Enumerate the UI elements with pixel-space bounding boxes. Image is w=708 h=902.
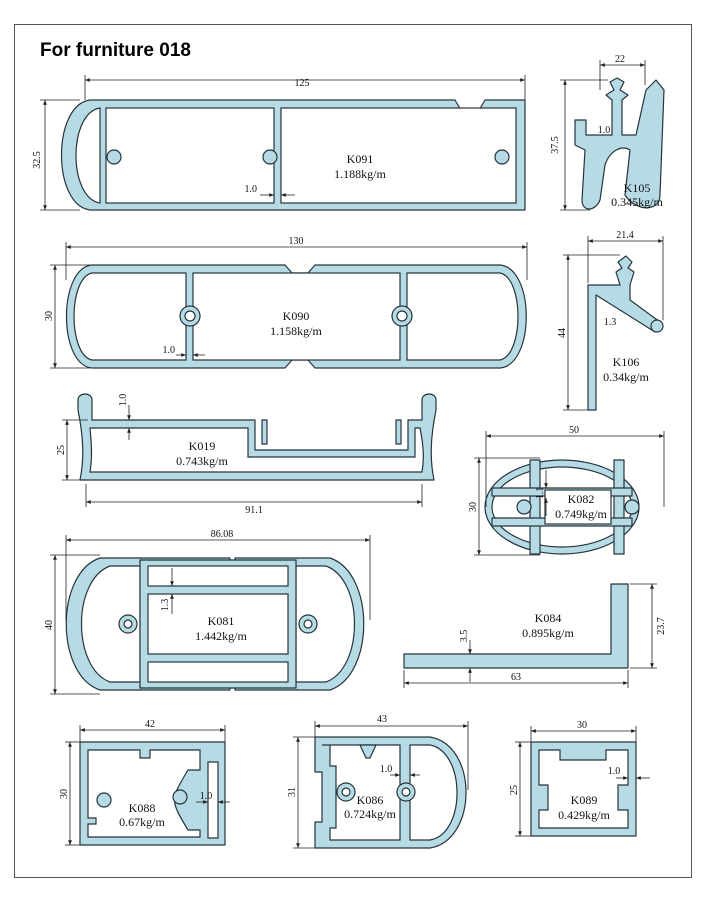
k106-shape <box>587 255 661 411</box>
k106-weight: 0.34kg/m <box>603 370 649 384</box>
k091-code: K091 <box>347 152 374 166</box>
k084-shape <box>403 583 629 669</box>
k082-width-dim: 50 <box>569 425 579 436</box>
k090-weight: 1.158kg/m <box>270 324 322 338</box>
k089-width-dim: 30 <box>577 720 587 731</box>
k082-wall-dim: 1.1 <box>535 487 546 500</box>
profile-k019: 91.1 25 1.0 K019 0.743kg/m <box>56 393 437 516</box>
k081-weight: 1.442kg/m <box>195 629 247 643</box>
profile-k082: 50 30 1.1 K082 0.749kg/m <box>468 425 665 556</box>
k090-wall-dim: 1.0 <box>163 345 176 356</box>
k084-width-dim: 63 <box>511 672 521 683</box>
k088-height-dim: 30 <box>59 789 70 799</box>
k089-weight: 0.429kg/m <box>558 808 610 822</box>
k106-wall-dim: 1.3 <box>604 317 617 328</box>
k081-code: K081 <box>208 614 235 628</box>
k084-height-dim: 23.7 <box>656 617 667 635</box>
k086-code: K086 <box>357 793 384 807</box>
profile-k084: 63 23.7 3.5 K084 0.895kg/m <box>403 583 667 688</box>
k089-wall-dim: 1.0 <box>608 766 621 777</box>
k090-code: K090 <box>283 309 310 323</box>
k091-weight: 1.188kg/m <box>334 167 386 181</box>
k088-width-dim: 42 <box>145 719 155 730</box>
k090-height-dim: 30 <box>44 311 55 321</box>
k089-height-dim: 25 <box>509 785 520 795</box>
k091-height-dim: 32.5 <box>32 151 43 169</box>
k105-width-dim: 22 <box>615 54 625 65</box>
k081-width-dim: 86.08 <box>211 529 234 540</box>
k081-wall-dim: 1.3 <box>160 599 171 612</box>
k105-wall-dim: 1.0 <box>598 125 611 136</box>
k086-height-dim: 31 <box>287 787 298 797</box>
profile-k089: 30 25 1.0 K089 0.429kg/m <box>509 720 650 837</box>
profile-k090: 130 30 1.0 K090 1.158kg/m <box>44 236 528 369</box>
profile-k088: 42 30 1.0 K088 0.67kg/m <box>59 719 230 846</box>
k089-code: K089 <box>571 793 598 807</box>
k106-code: K106 <box>613 355 640 369</box>
k082-height-dim: 30 <box>468 502 479 512</box>
profile-k086: 43 31 1.0 K086 0.724kg/m <box>287 714 469 849</box>
profile-k106: 21.4 44 1.3 K106 0.34kg/m <box>557 230 664 411</box>
k105-weight: 0.345kg/m <box>611 195 663 209</box>
k081-height-dim: 40 <box>44 620 55 630</box>
k088-weight: 0.67kg/m <box>119 815 165 829</box>
page-title: For furniture 018 <box>40 40 191 61</box>
k084-wall-dim: 3.5 <box>459 630 470 643</box>
k019-wall-dim: 1.0 <box>118 394 129 407</box>
k084-weight: 0.895kg/m <box>522 626 574 640</box>
k091-wall-dim: 1.0 <box>245 184 258 195</box>
k088-wall-dim: 1.0 <box>200 791 213 802</box>
profile-k105: 22 37.5 1.0 K105 0.345kg/m <box>550 54 665 211</box>
k106-height-dim: 44 <box>557 328 568 338</box>
k019-weight: 0.743kg/m <box>176 454 228 468</box>
k086-wall-dim: 1.0 <box>380 764 393 775</box>
k091-width-dim: 125 <box>295 78 310 89</box>
k019-height-dim: 25 <box>56 445 67 455</box>
k106-width-dim: 21.4 <box>616 230 634 241</box>
k105-code: K105 <box>624 181 651 195</box>
k105-shape <box>574 77 665 210</box>
k082-code: K082 <box>568 492 595 506</box>
profile-k081: 86.08 40 1.3 K081 1.442kg/m <box>44 529 371 695</box>
k088-code: K088 <box>129 801 156 815</box>
k105-height-dim: 37.5 <box>550 136 561 154</box>
k086-weight: 0.724kg/m <box>344 807 396 821</box>
k084-code: K084 <box>535 611 562 625</box>
k082-weight: 0.749kg/m <box>555 507 607 521</box>
k090-width-dim: 130 <box>289 236 304 247</box>
k086-width-dim: 43 <box>377 714 387 725</box>
profile-k091: 125 32.5 1.0 K091 1.188kg/m <box>32 75 526 211</box>
k019-code: K019 <box>189 439 216 453</box>
k019-width-dim: 91.1 <box>245 505 263 516</box>
